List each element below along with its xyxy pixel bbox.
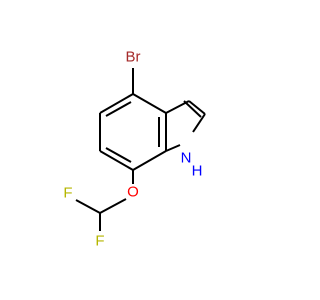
bond-c2-n1 [192, 113, 206, 133]
molecule-structure: Br N H O F F [63, 49, 206, 250]
bond-c4-c5 [99, 93, 134, 114]
bromine-label: Br [126, 49, 141, 66]
bond-o-chf2 [99, 198, 127, 214]
bond-c3-c2 [188, 100, 206, 115]
nitrogen-hydrogen-label: H [192, 163, 203, 180]
bonds [75, 68, 206, 231]
bond-c3a-c4 [132, 93, 167, 114]
bond-c6-c7 [99, 150, 134, 171]
bond-n1-c7a [165, 144, 181, 152]
bond-c7-c7a [132, 150, 167, 171]
nitrogen-label: N [181, 150, 192, 167]
bond-chf2-f1 [75, 199, 101, 214]
fluorine-label-bottom: F [95, 233, 104, 250]
bond-c6-c7-inner [105, 147, 132, 163]
fluorine-label-left: F [63, 185, 72, 202]
bond-c4-c5-inner [105, 101, 132, 117]
oxygen-label: O [127, 184, 139, 201]
bond-c3-c2-inner [183, 100, 202, 118]
atom-labels: Br N H O F F [63, 49, 202, 250]
